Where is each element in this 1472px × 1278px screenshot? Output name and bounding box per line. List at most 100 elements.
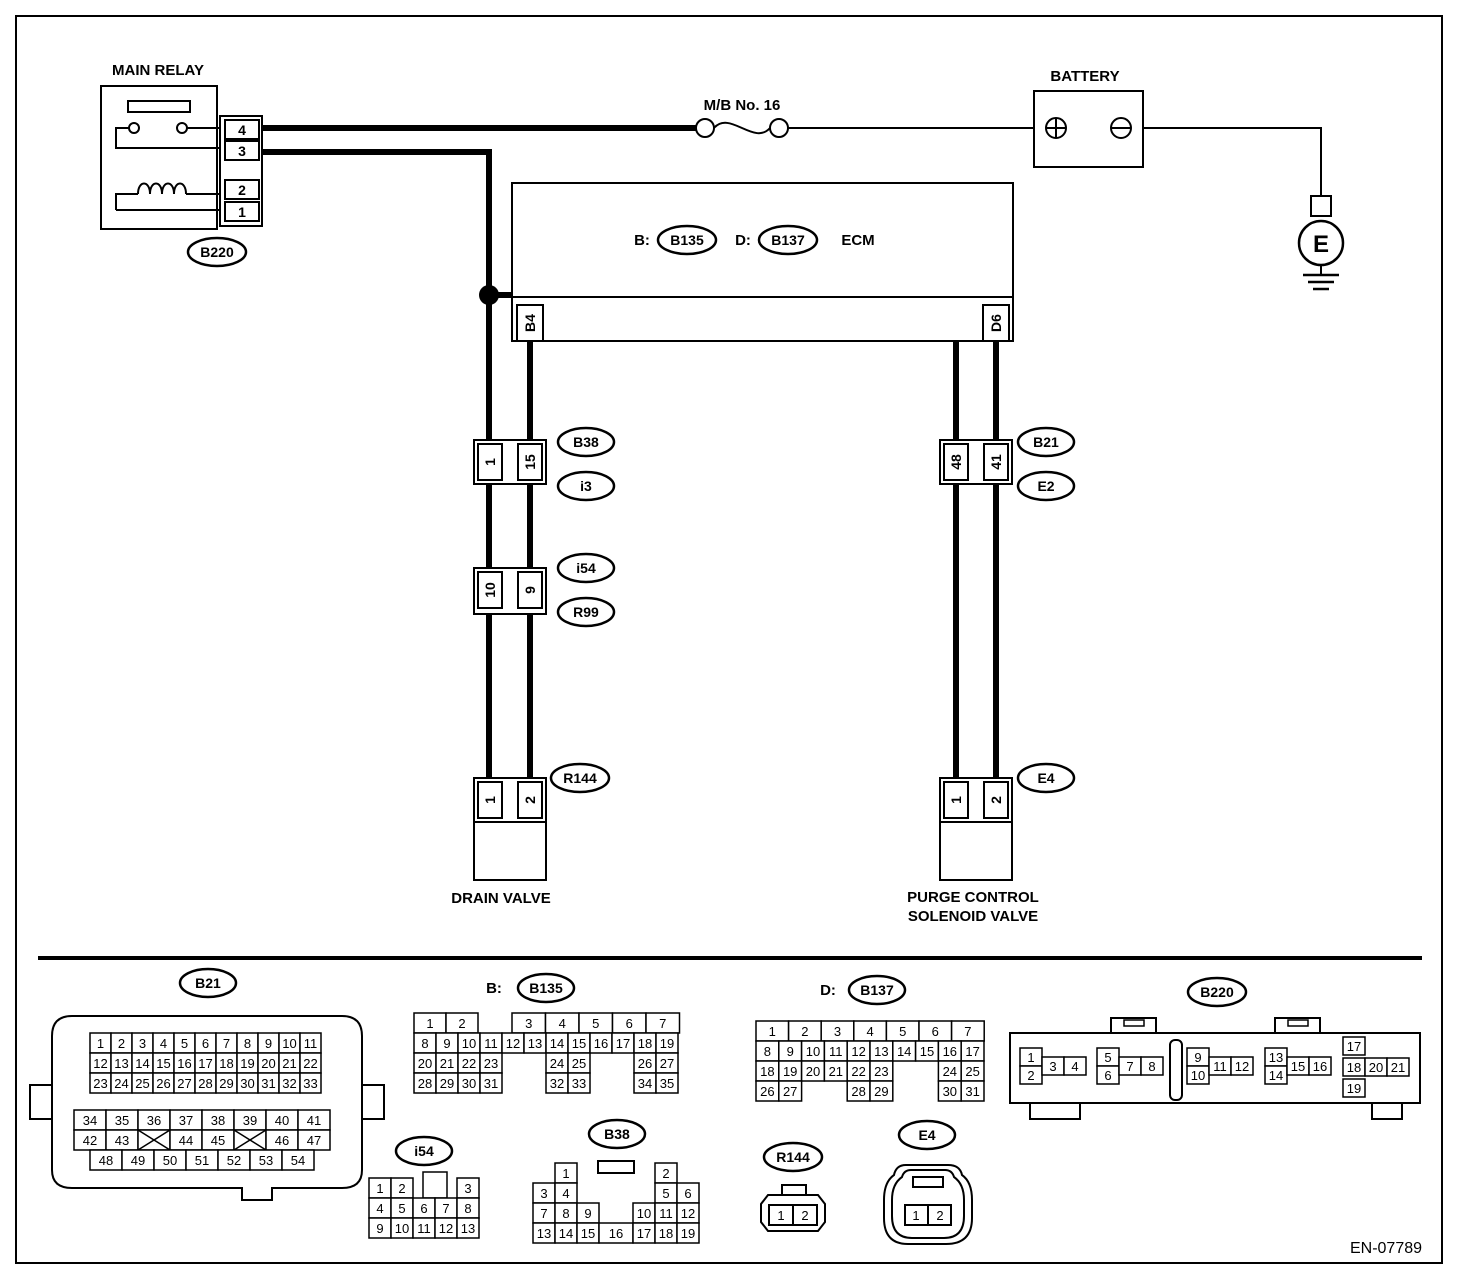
pin-number: 31	[965, 1084, 979, 1099]
relay-pin-2: 2	[238, 182, 246, 198]
drain-valve: 1 2 R144 DRAIN VALVE	[451, 762, 611, 907]
connector-pin-cell: 21	[435, 1052, 459, 1074]
svg-text:1: 1	[482, 796, 498, 804]
connector-pin-cell: 38	[201, 1109, 235, 1131]
ecm-pin-d6: D6	[988, 314, 1004, 332]
pin-number: 25	[965, 1064, 979, 1079]
pin-number: 25	[135, 1076, 149, 1091]
pin-number: 31	[261, 1076, 275, 1091]
pin-number: 14	[550, 1036, 564, 1051]
connector-pin-cell: 7	[645, 1012, 681, 1034]
pin-number: 47	[307, 1133, 321, 1148]
connector-pin-cell: 31	[479, 1072, 503, 1094]
svg-text:9: 9	[522, 586, 538, 594]
pin-number: 31	[484, 1076, 498, 1091]
pin-number: 6	[684, 1186, 691, 1201]
connector-pin-cell: 14	[892, 1040, 917, 1062]
pin-number: 11	[417, 1221, 431, 1236]
connector-pin-cell: 17	[632, 1222, 656, 1244]
connector-pin-cell: 14	[554, 1222, 578, 1244]
connector-pin-cell: 41	[297, 1109, 331, 1131]
connector-pin-cell: 50	[153, 1149, 187, 1171]
connector-i54-r99: 10 9 i54 R99	[473, 552, 616, 628]
connector-tag-e2	[1016, 470, 1076, 502]
pin-number: 35	[115, 1113, 129, 1128]
pin-number: 33	[572, 1076, 586, 1091]
pin-number: 6	[420, 1201, 427, 1216]
svg-text:E4: E4	[918, 1127, 935, 1143]
svg-text:D:: D:	[820, 982, 836, 999]
connector-pin-cell: 9	[435, 1032, 459, 1054]
pin-number: 13	[114, 1056, 128, 1071]
svg-text:i3: i3	[580, 478, 592, 494]
connector-pin-cell: 6	[918, 1020, 953, 1042]
connector-pin-cell: 29	[435, 1072, 459, 1094]
connector-pin-cell: 21	[823, 1060, 848, 1082]
relay-pin-4: 4	[238, 122, 246, 138]
pin-number: 4	[559, 1016, 566, 1031]
connector-pin-cell: 27	[778, 1080, 803, 1102]
connector-pin-cell: 4	[544, 1012, 580, 1034]
connector-pin-cell: 9	[257, 1032, 280, 1054]
connector-pin-cell: 11	[412, 1217, 436, 1239]
connector-tag-b220	[186, 236, 248, 268]
connector-pin-cell: 11	[823, 1040, 848, 1062]
pin-number: 27	[660, 1056, 674, 1071]
connector-pin-cell: 7	[434, 1197, 458, 1219]
connector-pin-cell: 43	[105, 1129, 139, 1151]
pin-number: 29	[440, 1076, 454, 1091]
pin-number: 4	[376, 1201, 383, 1216]
connector-tag-r144	[549, 762, 611, 794]
svg-text:41: 41	[988, 454, 1004, 470]
pin-number: 42	[83, 1133, 97, 1148]
connector-tag-b137	[757, 224, 819, 256]
pin-number: 32	[550, 1076, 564, 1091]
connector-pin-cell: 18	[654, 1222, 678, 1244]
connector-pin-cell: 13	[110, 1052, 133, 1074]
pin-number: 13	[528, 1036, 542, 1051]
pin-number: 17	[637, 1226, 651, 1241]
pin-number: 18	[659, 1226, 673, 1241]
connector-pin-cell	[137, 1129, 171, 1151]
connector-pin-cell: 2	[445, 1012, 479, 1034]
connector-pin-cell: 7	[532, 1202, 556, 1224]
pin-number: 35	[660, 1076, 674, 1091]
pin-number: 30	[240, 1076, 254, 1091]
pin-number: 10	[637, 1206, 651, 1221]
pin-number: 14	[1269, 1068, 1283, 1083]
pin-number: 26	[156, 1076, 170, 1091]
connector-pin-cell: 46	[265, 1129, 299, 1151]
connector-pin-cell: 36	[137, 1109, 171, 1131]
purge-control-solenoid-valve: 1 2 E4 PURGE CONTROL SOLENOID VALVE	[907, 762, 1076, 925]
pin-number: 44	[179, 1133, 193, 1148]
pin-number: 19	[783, 1064, 797, 1079]
pin-number: 10	[462, 1036, 476, 1051]
connector-pin-cell: 32	[545, 1072, 569, 1094]
pin-number: 5	[398, 1201, 405, 1216]
ground-e: E	[1297, 195, 1345, 291]
pin-number: 40	[275, 1113, 289, 1128]
connector-pin-cell: 27	[655, 1052, 679, 1074]
connector-pin-cell: 34	[633, 1072, 657, 1094]
connector-pin-cell: 5	[173, 1032, 196, 1054]
connector-pin-cell: 13	[532, 1222, 556, 1244]
pin-number: 15	[1291, 1059, 1305, 1074]
pin-number: 24	[943, 1064, 957, 1079]
relay-coil	[137, 182, 187, 195]
pin-number: 10	[282, 1036, 296, 1051]
pin-number: 16	[177, 1056, 191, 1071]
pin-number: 21	[829, 1064, 843, 1079]
connector-pin-cell: 6	[1096, 1065, 1120, 1085]
connector-pin-cell: 29	[869, 1080, 894, 1102]
connector-pin-cell: 22	[846, 1060, 871, 1082]
pin-number: 11	[829, 1044, 843, 1059]
purge-valve-label-1: PURGE CONTROL	[907, 889, 1039, 906]
pin-number: 8	[244, 1036, 251, 1051]
legend-e4: E4 1 2	[883, 1119, 973, 1245]
connector-pin-cell: 26	[152, 1072, 175, 1094]
connector-pin-cell	[233, 1129, 267, 1151]
connector-pin-cell: 21	[278, 1052, 301, 1074]
